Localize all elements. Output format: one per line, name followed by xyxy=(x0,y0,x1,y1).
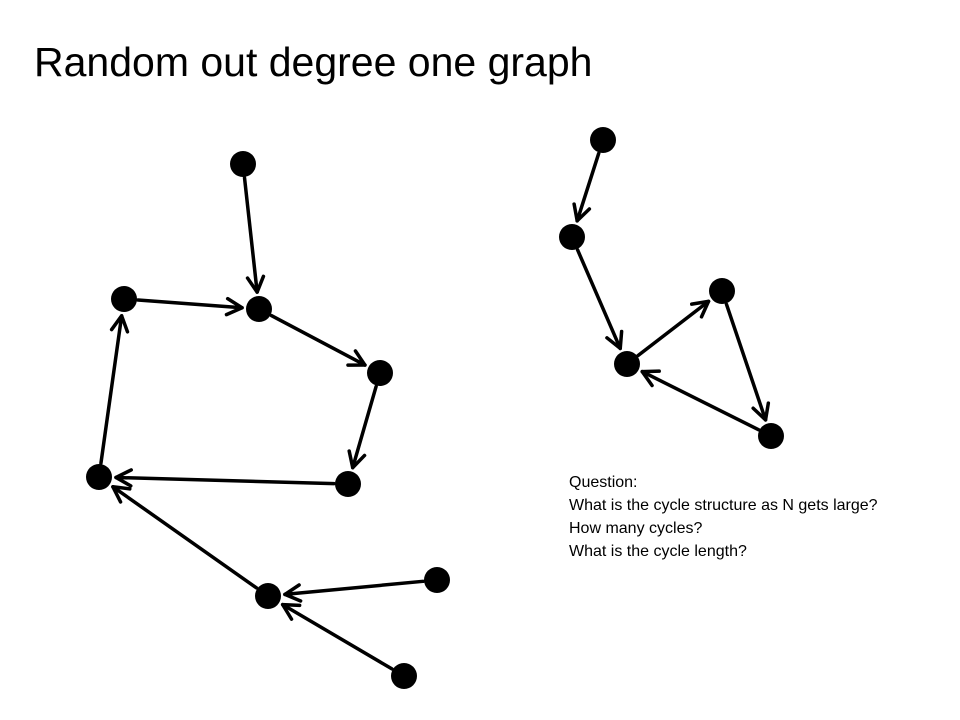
node-l xyxy=(709,278,735,304)
edge-line xyxy=(724,302,768,422)
node-a xyxy=(230,151,256,177)
node-k xyxy=(559,224,585,250)
edge-line xyxy=(111,485,259,590)
edge-b-to-c xyxy=(136,296,244,317)
node-g xyxy=(255,583,281,609)
edge-m-to-l xyxy=(636,299,711,358)
arrowhead xyxy=(224,296,244,317)
arrowhead xyxy=(111,485,132,504)
edge-line xyxy=(640,369,761,432)
edge-l-to-n xyxy=(724,302,771,422)
arrowhead xyxy=(572,202,592,223)
arrowhead xyxy=(751,401,771,422)
edge-line xyxy=(269,313,367,367)
edge-g-to-f xyxy=(111,485,259,590)
edge-a-to-c xyxy=(242,176,266,294)
slide-title: Random out degree one graph xyxy=(34,39,593,85)
edge-line xyxy=(114,475,336,486)
node-m xyxy=(614,351,640,377)
edge-line xyxy=(242,176,259,294)
arrowhead xyxy=(640,369,661,388)
edge-line xyxy=(636,299,711,358)
edge-i-to-g xyxy=(280,602,394,671)
edge-j-to-k xyxy=(572,151,601,223)
arrowhead xyxy=(109,314,130,334)
arrowhead xyxy=(280,602,302,621)
arrowhead xyxy=(347,449,367,470)
question-box: Question: What is the cycle structure as… xyxy=(569,471,934,563)
node-f xyxy=(86,464,112,490)
edge-h-to-g xyxy=(283,579,425,603)
edge-line xyxy=(575,248,622,351)
edge-k-to-m xyxy=(575,248,624,351)
question-line-1: What is the cycle structure as N gets la… xyxy=(569,497,878,514)
question-line-3: What is the cycle length? xyxy=(569,543,747,560)
node-i xyxy=(391,663,417,689)
edge-line xyxy=(280,602,394,671)
node-j xyxy=(590,127,616,153)
edge-line xyxy=(350,384,378,470)
edge-f-to-b xyxy=(99,314,130,465)
edge-c-to-d xyxy=(269,313,367,367)
arrowhead xyxy=(690,299,711,319)
node-e xyxy=(335,471,361,497)
question-heading: Question: xyxy=(569,474,638,491)
edges xyxy=(99,151,771,671)
node-b xyxy=(111,286,137,312)
nodes xyxy=(86,127,784,689)
edge-d-to-e xyxy=(347,384,378,470)
edge-line xyxy=(99,314,124,465)
edge-line xyxy=(136,298,244,310)
arrowhead xyxy=(346,349,367,367)
node-n xyxy=(758,423,784,449)
arrowhead xyxy=(283,583,303,603)
edge-line xyxy=(283,579,425,597)
edge-n-to-m xyxy=(640,369,761,432)
node-h xyxy=(424,567,450,593)
arrowhead xyxy=(245,274,266,294)
arrowhead xyxy=(605,329,624,351)
question-line-2: How many cycles? xyxy=(569,520,703,537)
edge-line xyxy=(575,151,601,223)
node-d xyxy=(367,360,393,386)
arrowhead xyxy=(114,468,133,488)
edge-e-to-f xyxy=(114,468,336,488)
node-c xyxy=(246,296,272,322)
